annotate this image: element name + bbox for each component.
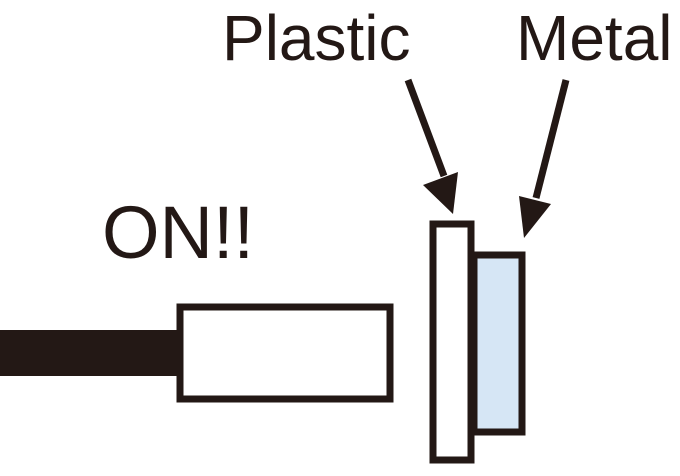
sensor-cable bbox=[0, 330, 182, 376]
sensor-head bbox=[176, 303, 394, 403]
metal-label: Metal bbox=[516, 2, 673, 74]
on-status-label: ON!! bbox=[102, 191, 254, 274]
metal-plate bbox=[470, 251, 526, 436]
plastic-plate bbox=[429, 220, 475, 464]
plastic-label: Plastic bbox=[222, 2, 411, 74]
plastic-arrow bbox=[404, 78, 458, 214]
metal-arrow bbox=[519, 79, 570, 238]
